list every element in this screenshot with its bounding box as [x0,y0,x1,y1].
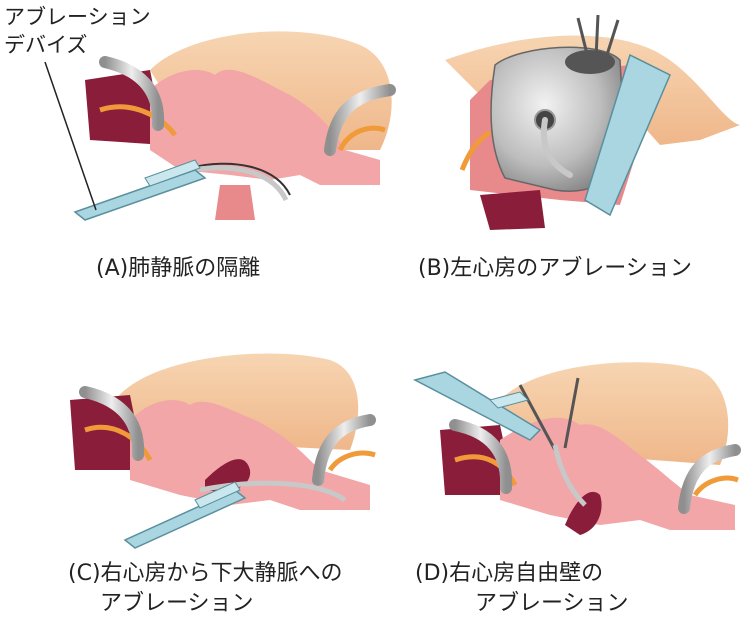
catheter [540,117,573,178]
orange-vessel [692,475,739,497]
ablation-device [73,159,207,221]
callout-leader-line [44,61,97,211]
caption-panel-d: (D)右心房自由壁の [415,561,604,586]
caption-panel-a: (A)肺静脈の隔離 [96,256,261,281]
atrium-tissue [130,400,370,510]
caption-panel-c: (C)右心房から下大静脈への [68,561,343,586]
caption-panel-c: アブレーション [100,591,254,616]
clamp-tube [678,444,741,514]
right-atrium-opening [565,491,602,535]
callout-label: デバイズ [4,33,88,57]
retractor-wire [563,377,580,449]
callout-label: アブレーション [4,5,151,29]
atrium-tissue [150,69,380,185]
orange-vessel [459,129,492,171]
orange-vessel [99,104,177,137]
retractor-wire [594,14,600,59]
panel-a-illustration [44,31,396,221]
panel-c-illustration [70,353,376,549]
orange-vessel [84,424,153,462]
retractor-wire [576,17,590,59]
ablation-device [584,53,671,217]
vena-cava [480,190,545,230]
clamp-tube [449,419,513,494]
orange-vessel [337,125,386,152]
retractor-wire [518,384,557,451]
clamp-tube [99,56,165,131]
ablation-device [123,481,247,549]
atrium-tissue [500,417,735,530]
catheter [552,444,587,507]
panel-d-illustration [412,362,741,535]
clamp-tube [324,84,396,156]
caption-panel-b: (B)左心房のアブレーション [418,256,692,281]
ablation-line [189,162,291,196]
clamp-tube [79,386,145,461]
panel-b-illustration [445,14,740,230]
retractor-opening [565,50,615,74]
orange-vessel [327,450,376,472]
catheter [199,480,347,503]
ablation-device [412,371,542,441]
retractor-wire [604,19,620,59]
vena-cava [215,185,255,220]
clamp-tube [312,414,376,486]
caption-panel-d: アブレーション [475,591,629,616]
